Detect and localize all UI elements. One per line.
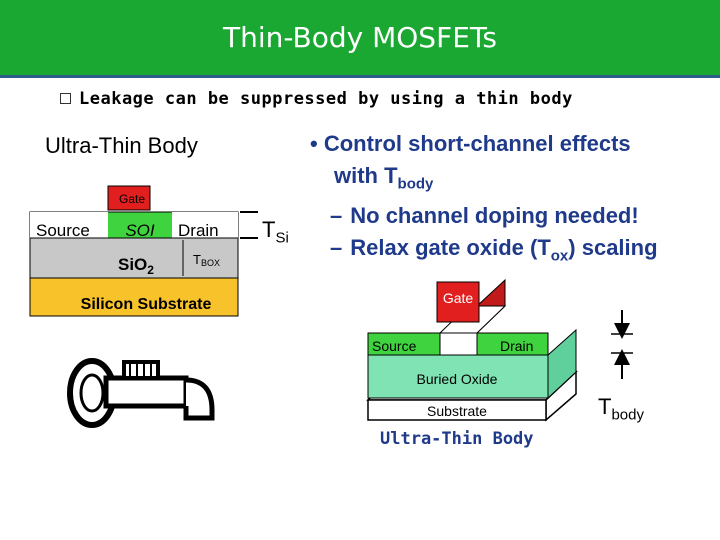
bullet-no-doping: –No channel doping needed! xyxy=(330,203,639,229)
checkbox-bullet-icon xyxy=(60,93,71,104)
iso-source-label: Source xyxy=(372,338,417,354)
iso-buried-oxide-label: Buried Oxide xyxy=(417,371,498,387)
title-bar: Thin-Body MOSFETs xyxy=(0,0,720,78)
drain-region xyxy=(172,212,238,238)
bullet-control-sce: • Control short-channel effects xyxy=(310,131,631,156)
bullet-relax-oxide: –Relax gate oxide (Tox) scaling xyxy=(330,235,658,265)
faucet-icon xyxy=(67,358,215,428)
svg-text:Gate: Gate xyxy=(119,192,145,206)
left-source-label: Source xyxy=(36,221,90,240)
left-drain-label: Drain xyxy=(178,221,219,240)
tsi-dimension-icon xyxy=(240,211,258,239)
leakage-bullet: Leakage can be suppressed by using a thi… xyxy=(60,89,573,109)
iso-buried-oxide: Buried Oxide xyxy=(367,328,577,400)
ultra-thin-body-heading: Ultra-Thin Body xyxy=(45,133,198,158)
page-title: Thin-Body MOSFETs xyxy=(223,21,497,54)
iso-drain-label: Drain xyxy=(500,338,533,354)
sio2-label: SiO2 xyxy=(118,255,154,277)
iso-gate: Gate xyxy=(436,278,507,335)
ultra-thin-body-caption: Ultra-Thin Body xyxy=(380,429,534,449)
right-bullet-list: • Control short-channel effects with Tbo… xyxy=(310,128,658,273)
silicon-substrate-label: Silicon Substrate xyxy=(81,296,212,313)
leakage-text: Leakage can be suppressed by using a thi… xyxy=(79,89,573,109)
silicon-substrate xyxy=(29,277,239,317)
sio2-layer xyxy=(29,237,239,279)
tsi-label: TSi xyxy=(262,217,289,247)
tbody-label: Tbody xyxy=(598,394,644,424)
left-gate: Gate xyxy=(107,185,151,211)
iso-soi-layer: Source Drain xyxy=(367,332,549,356)
iso-substrate-label: Substrate xyxy=(427,403,487,419)
source-region xyxy=(30,212,108,238)
left-soi-label: SOI xyxy=(125,221,155,240)
tbox-label: TBOX xyxy=(193,252,220,268)
tbody-dimension-icon xyxy=(611,310,633,379)
iso-gate-label: Gate xyxy=(443,290,474,306)
bullet-with-tbody: with Tbody xyxy=(334,163,434,193)
